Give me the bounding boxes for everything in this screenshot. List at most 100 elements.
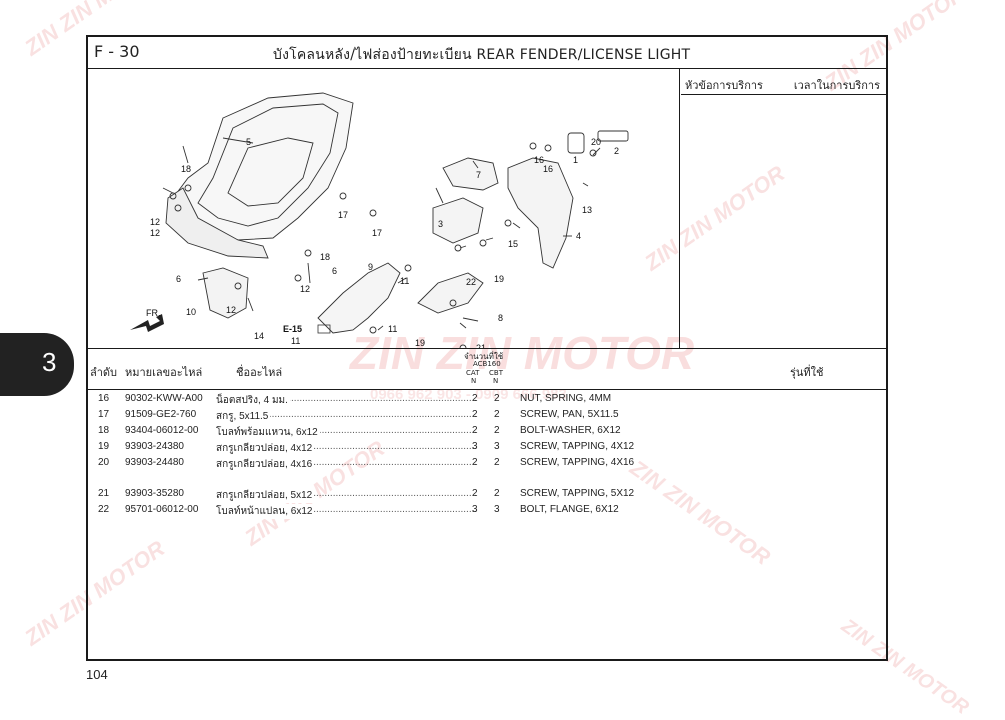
callout-1: 1 (573, 155, 578, 165)
parts-table-header: ลำดับ หมายเลขอะไหล่ ชื่ออะไหล่ จำนวนที่ใ… (88, 348, 886, 390)
col-cbt: CBT (489, 369, 503, 377)
row-name-th: สกรูเกลียวปล่อย, 4x16 (216, 457, 315, 472)
callout-14: 14 (254, 331, 264, 341)
row-index: 20 (98, 457, 110, 468)
exploded-diagram: FR. E-15 1 2 3 4 5 6 6 7 8 9 10 11 11 11… (88, 68, 680, 353)
col-part-name: ชื่ออะไหล่ (236, 366, 283, 379)
row-qty-cbt: 2 (494, 457, 500, 468)
callout-17a: 17 (338, 210, 348, 220)
diagram-drawing: FR. E-15 1 2 3 4 5 6 6 7 8 9 10 11 11 11… (130, 92, 629, 353)
col-cat: CAT (466, 369, 480, 377)
table-row: 22 95701-06012-00 ......................… (98, 504, 619, 519)
callout-18b: 18 (320, 252, 330, 262)
section-code: F - 30 (94, 42, 140, 61)
row-name-en: SCREW, TAPPING, 4X16 (520, 457, 635, 468)
callout-10: 10 (186, 307, 196, 317)
chapter-number: 3 (42, 347, 57, 377)
row-qty-cat: 2 (472, 425, 478, 436)
callout-19a: 19 (415, 338, 425, 348)
callout-18a: 18 (181, 164, 191, 174)
row-part-no: 90302-KWW-A00 (125, 393, 203, 404)
row-index: 22 (98, 504, 110, 515)
table-row: 19 93903-24380 .........................… (98, 441, 635, 456)
row-qty-cbt: 2 (494, 425, 500, 436)
page-header: F - 30 บังโคลนหลัง/ไฟส่องป้ายทะเบียน REA… (88, 37, 886, 69)
row-name-en: NUT, SPRING, 4MM (520, 393, 612, 404)
service-panel: หัวข้อการบริการ เวลาในการบริการ (681, 68, 886, 348)
callout-2: 2 (614, 146, 619, 156)
row-part-no: 93404-06012-00 (125, 425, 199, 436)
callout-11c: 11 (291, 336, 300, 346)
callout-12d: 12 (226, 305, 236, 315)
row-index: 16 (98, 393, 110, 404)
row-qty-cbt: 2 (494, 409, 500, 420)
service-time-label: เวลาในการบริการ (793, 79, 880, 92)
row-name-th: สกรูเกลียวปล่อย, 5x12 (216, 488, 315, 503)
callout-7: 7 (476, 170, 481, 180)
callout-16a: 16 (534, 155, 544, 165)
callout-6b: 6 (332, 266, 337, 276)
row-part-no: 93903-24480 (125, 457, 184, 468)
row-name-th: น็อตสปริง, 4 มม. (216, 393, 290, 408)
callout-15: 15 (508, 239, 518, 249)
col-models: รุ่นที่ใช้ (790, 366, 824, 379)
callout-6a: 6 (176, 274, 181, 284)
row-index: 21 (98, 488, 110, 499)
row-qty-cat: 3 (472, 441, 478, 452)
row-index: 18 (98, 425, 110, 436)
callout-12a: 12 (150, 217, 160, 227)
row-qty-cbt: 2 (494, 393, 500, 404)
callout-13: 13 (582, 205, 592, 215)
service-topic-label: หัวข้อการบริการ (685, 79, 763, 92)
callout-20: 20 (591, 137, 601, 147)
row-part-no: 91509-GE2-760 (125, 409, 197, 420)
callout-3: 3 (438, 219, 443, 229)
row-index: 19 (98, 441, 110, 452)
callout-19b: 19 (494, 274, 504, 284)
page-number: 104 (86, 667, 108, 682)
row-part-no: 95701-06012-00 (125, 504, 199, 515)
row-name-th: สกรูเกลียวปล่อย, 4x12 (216, 441, 315, 456)
row-qty-cbt: 3 (494, 504, 500, 515)
col-model-code: ACB160 (473, 360, 501, 368)
parts-page-frame: F - 30 บังโคลนหลัง/ไฟส่องป้ายทะเบียน REA… (86, 35, 888, 661)
row-name-en: BOLT, FLANGE, 6X12 (520, 504, 619, 515)
col-part-no: หมายเลขอะไหล่ (125, 366, 203, 379)
callout-11a: 11 (400, 276, 409, 286)
col-cat-n: N (471, 377, 477, 385)
row-qty-cat: 2 (472, 409, 478, 420)
front-label: FR. (146, 308, 161, 318)
callout-16b: 16 (543, 164, 553, 174)
callout-11b: 11 (388, 324, 397, 334)
row-name-th: โบลท์หน้าแปลน, 6x12 (216, 504, 315, 519)
row-name-th: โบลท์พร้อมแหวน, 6x12 (216, 425, 320, 440)
row-part-no: 93903-35280 (125, 488, 184, 499)
reference-e15: E-15 (283, 324, 302, 334)
table-row: 20 93903-24480 .........................… (98, 457, 635, 472)
page-title: บังโคลนหลัง/ไฟส่องป้ายทะเบียน REAR FENDE… (273, 47, 691, 63)
row-qty-cbt: 2 (494, 488, 500, 499)
row-name-en: SCREW, PAN, 5X11.5 (520, 409, 619, 420)
col-qty-label: จำนวนที่ใช้ (464, 352, 504, 361)
col-index: ลำดับ (90, 366, 118, 379)
row-name-th: สกรู, 5x11.5 (216, 409, 271, 424)
callout-8: 8 (498, 313, 503, 323)
row-qty-cat: 2 (472, 488, 478, 499)
row-part-no: 93903-24380 (125, 441, 184, 452)
row-qty-cbt: 3 (494, 441, 500, 452)
service-divider (681, 94, 886, 95)
row-qty-cat: 2 (472, 393, 478, 404)
col-cbt-n: N (493, 377, 499, 385)
table-row: 18 93404-06012-00 ......................… (98, 425, 621, 440)
callout-12c: 12 (300, 284, 310, 294)
front-direction-arrow (130, 314, 164, 332)
callout-5: 5 (246, 137, 251, 147)
callout-12b: 12 (150, 228, 160, 238)
callout-17b: 17 (372, 228, 382, 238)
row-name-en: SCREW, TAPPING, 5X12 (520, 488, 635, 499)
row-index: 17 (98, 409, 110, 420)
row-name-en: SCREW, TAPPING, 4X12 (520, 441, 635, 452)
row-qty-cat: 2 (472, 457, 478, 468)
callout-22: 22 (466, 277, 476, 287)
callout-9: 9 (368, 262, 373, 272)
